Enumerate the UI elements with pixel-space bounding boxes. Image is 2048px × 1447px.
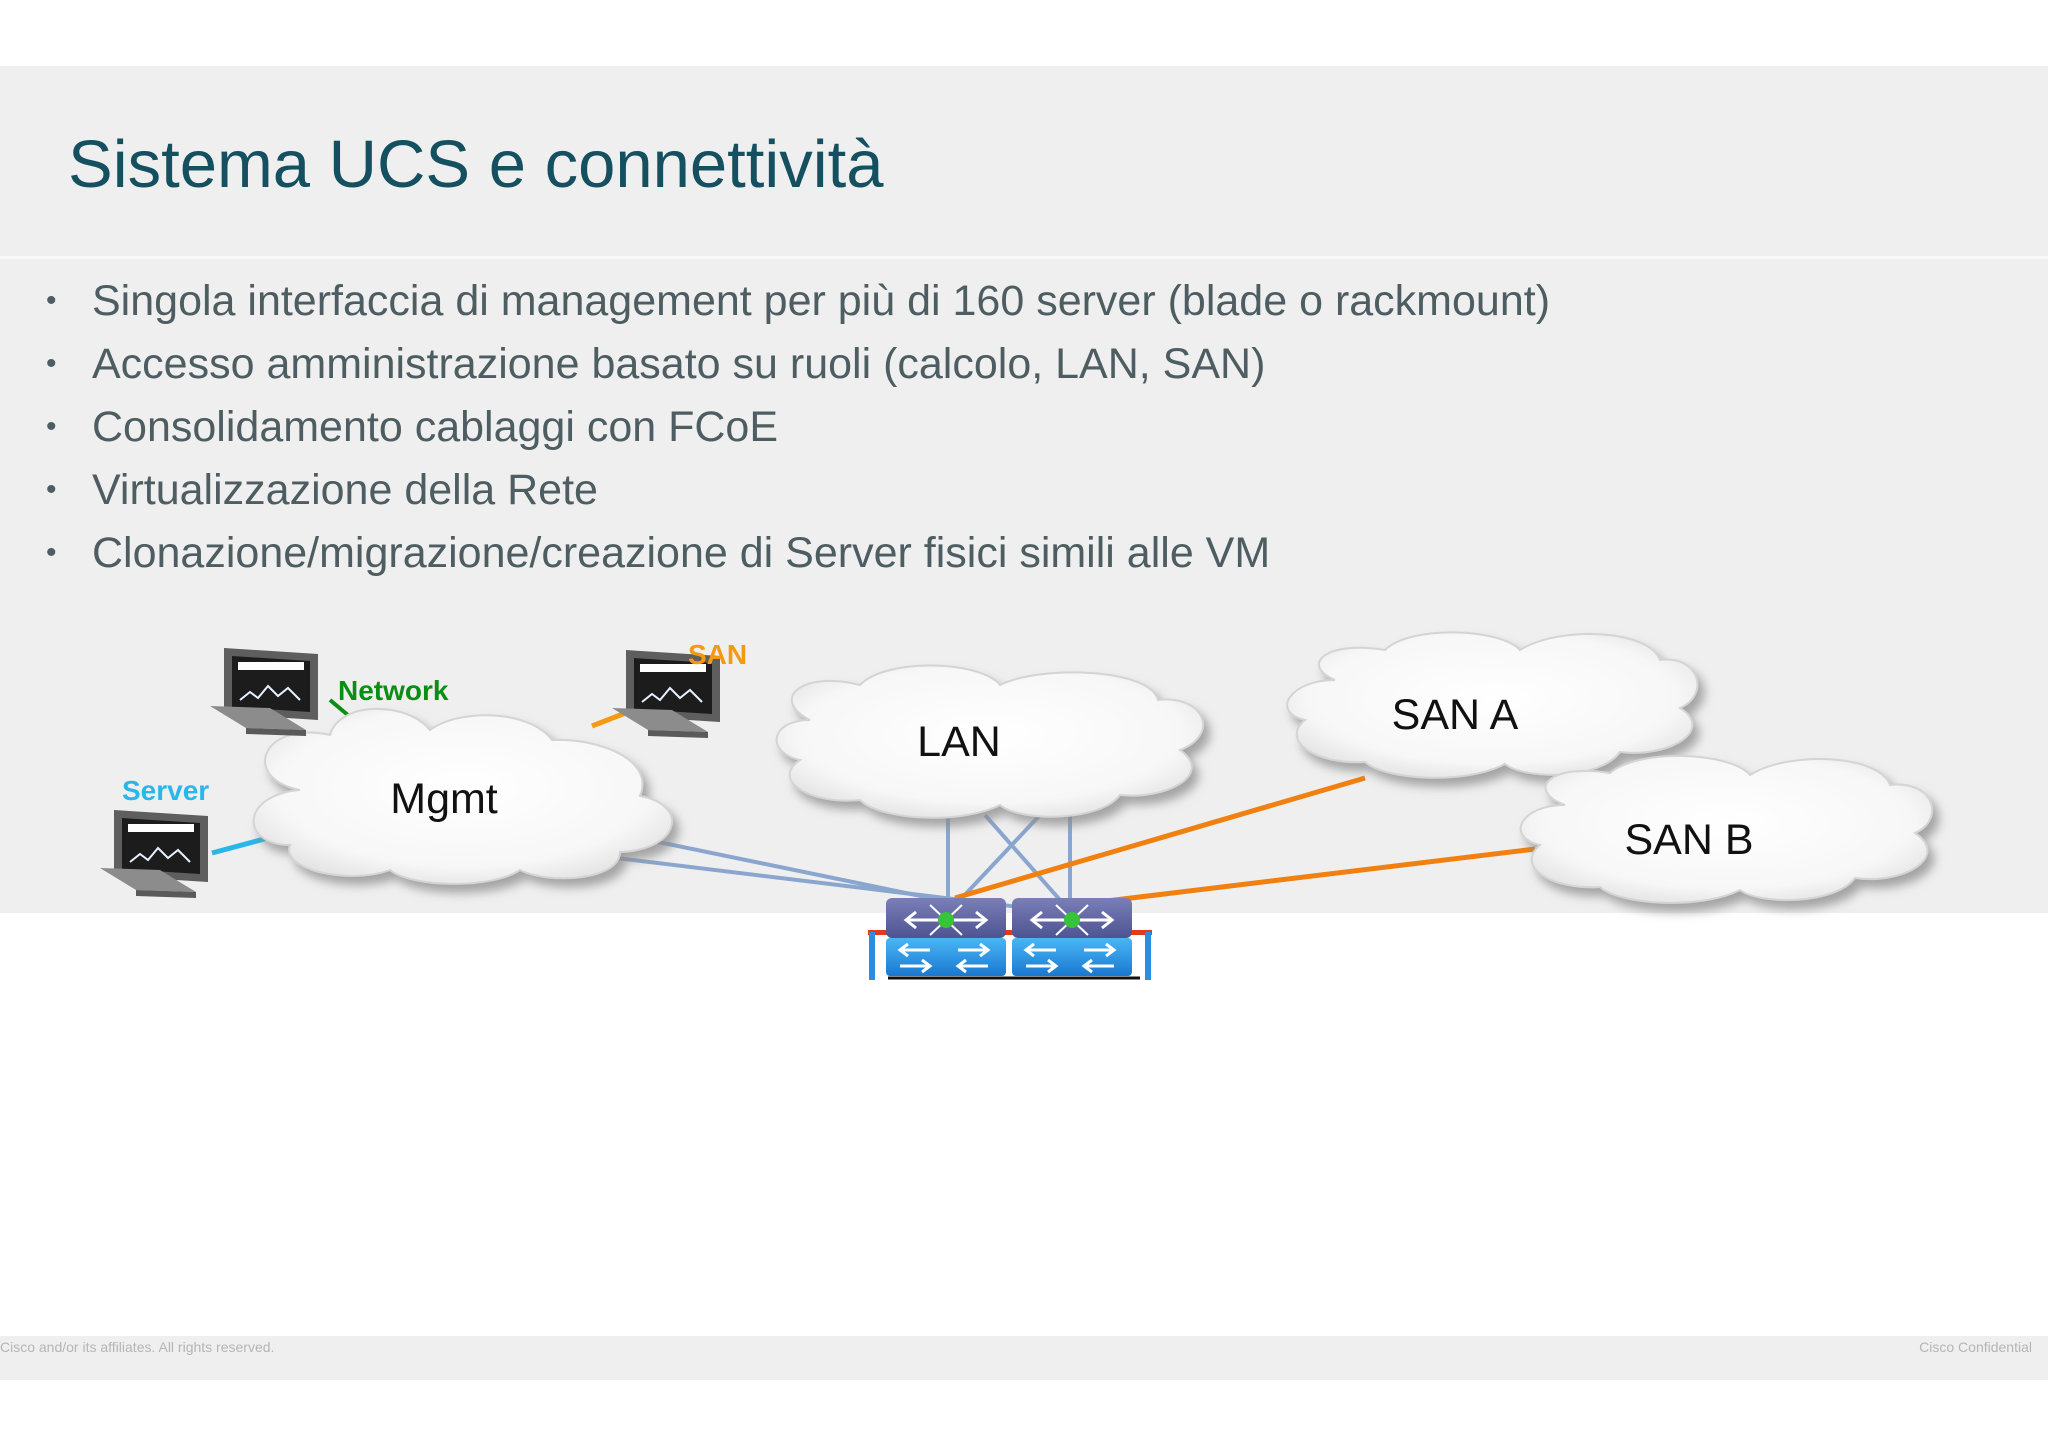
computer-icon	[612, 650, 720, 738]
footer-copyright: Cisco and/or its affiliates. All rights …	[0, 1339, 275, 1355]
cloud-lan-label: LAN	[917, 718, 1001, 766]
lan-cross-a	[983, 813, 1062, 902]
title-separator	[0, 256, 2048, 259]
bullet-text: Singola interfaccia di management per pi…	[92, 277, 1551, 325]
computer-icon	[210, 648, 318, 736]
cloud-mgmt-label: Mgmt	[390, 775, 498, 823]
footer-band	[0, 1336, 2048, 1380]
bullet-item: • Accesso amministrazione basato su ruoli…	[46, 337, 1550, 400]
slide-title: Sistema UCS e connettività	[68, 127, 884, 202]
bullet-icon: •	[46, 284, 57, 317]
switch-icon	[1012, 898, 1132, 976]
bullet-icon: •	[46, 347, 57, 380]
cloud-lan	[775, 664, 1205, 819]
bullet-text: Accesso amministrazione basato su ruoli …	[92, 340, 1266, 388]
switch-icon	[886, 898, 1006, 976]
title-band	[0, 66, 2048, 256]
computer-icon	[100, 810, 208, 898]
bullet-list: • Singola interfaccia di management per p…	[46, 274, 1550, 589]
bullet-item: • Singola interfaccia di management per p…	[46, 274, 1550, 337]
san-label: SAN	[688, 639, 747, 670]
fabric-switch	[868, 898, 1152, 980]
server-link	[211, 835, 269, 856]
bullet-text: Consolidamento cablaggi con FCoE	[92, 403, 779, 451]
server-label: Server	[122, 775, 209, 806]
lan-cross-b	[958, 813, 1042, 902]
bullet-text: Clonazione/migrazione/creazione di Serve…	[92, 529, 1271, 577]
bullet-icon: •	[46, 473, 57, 506]
bullet-item: • Virtualizzazione della Rete	[46, 463, 1550, 526]
bullet-item: • Consolidamento cablaggi con FCoE	[46, 400, 1550, 463]
cloud-san-b-label: SAN B	[1624, 816, 1753, 864]
bullet-icon: •	[46, 536, 57, 569]
san-a-link	[954, 775, 1366, 901]
cloud-mgmt	[252, 707, 673, 885]
san-b-link	[1089, 846, 1536, 906]
bullet-text: Virtualizzazione della Rete	[92, 466, 598, 514]
cloud-san-a-label: SAN A	[1392, 691, 1519, 739]
network-label: Network	[338, 675, 449, 706]
cloud-san-a	[1286, 631, 1699, 779]
bullet-item: • Clonazione/migrazione/creazione di Serv…	[46, 526, 1550, 589]
bullet-icon: •	[46, 410, 57, 443]
san-mgmt-link	[591, 709, 629, 729]
footer-confidential: Cisco Confidential	[1919, 1339, 2032, 1355]
cloud-san-b	[1519, 754, 1934, 904]
